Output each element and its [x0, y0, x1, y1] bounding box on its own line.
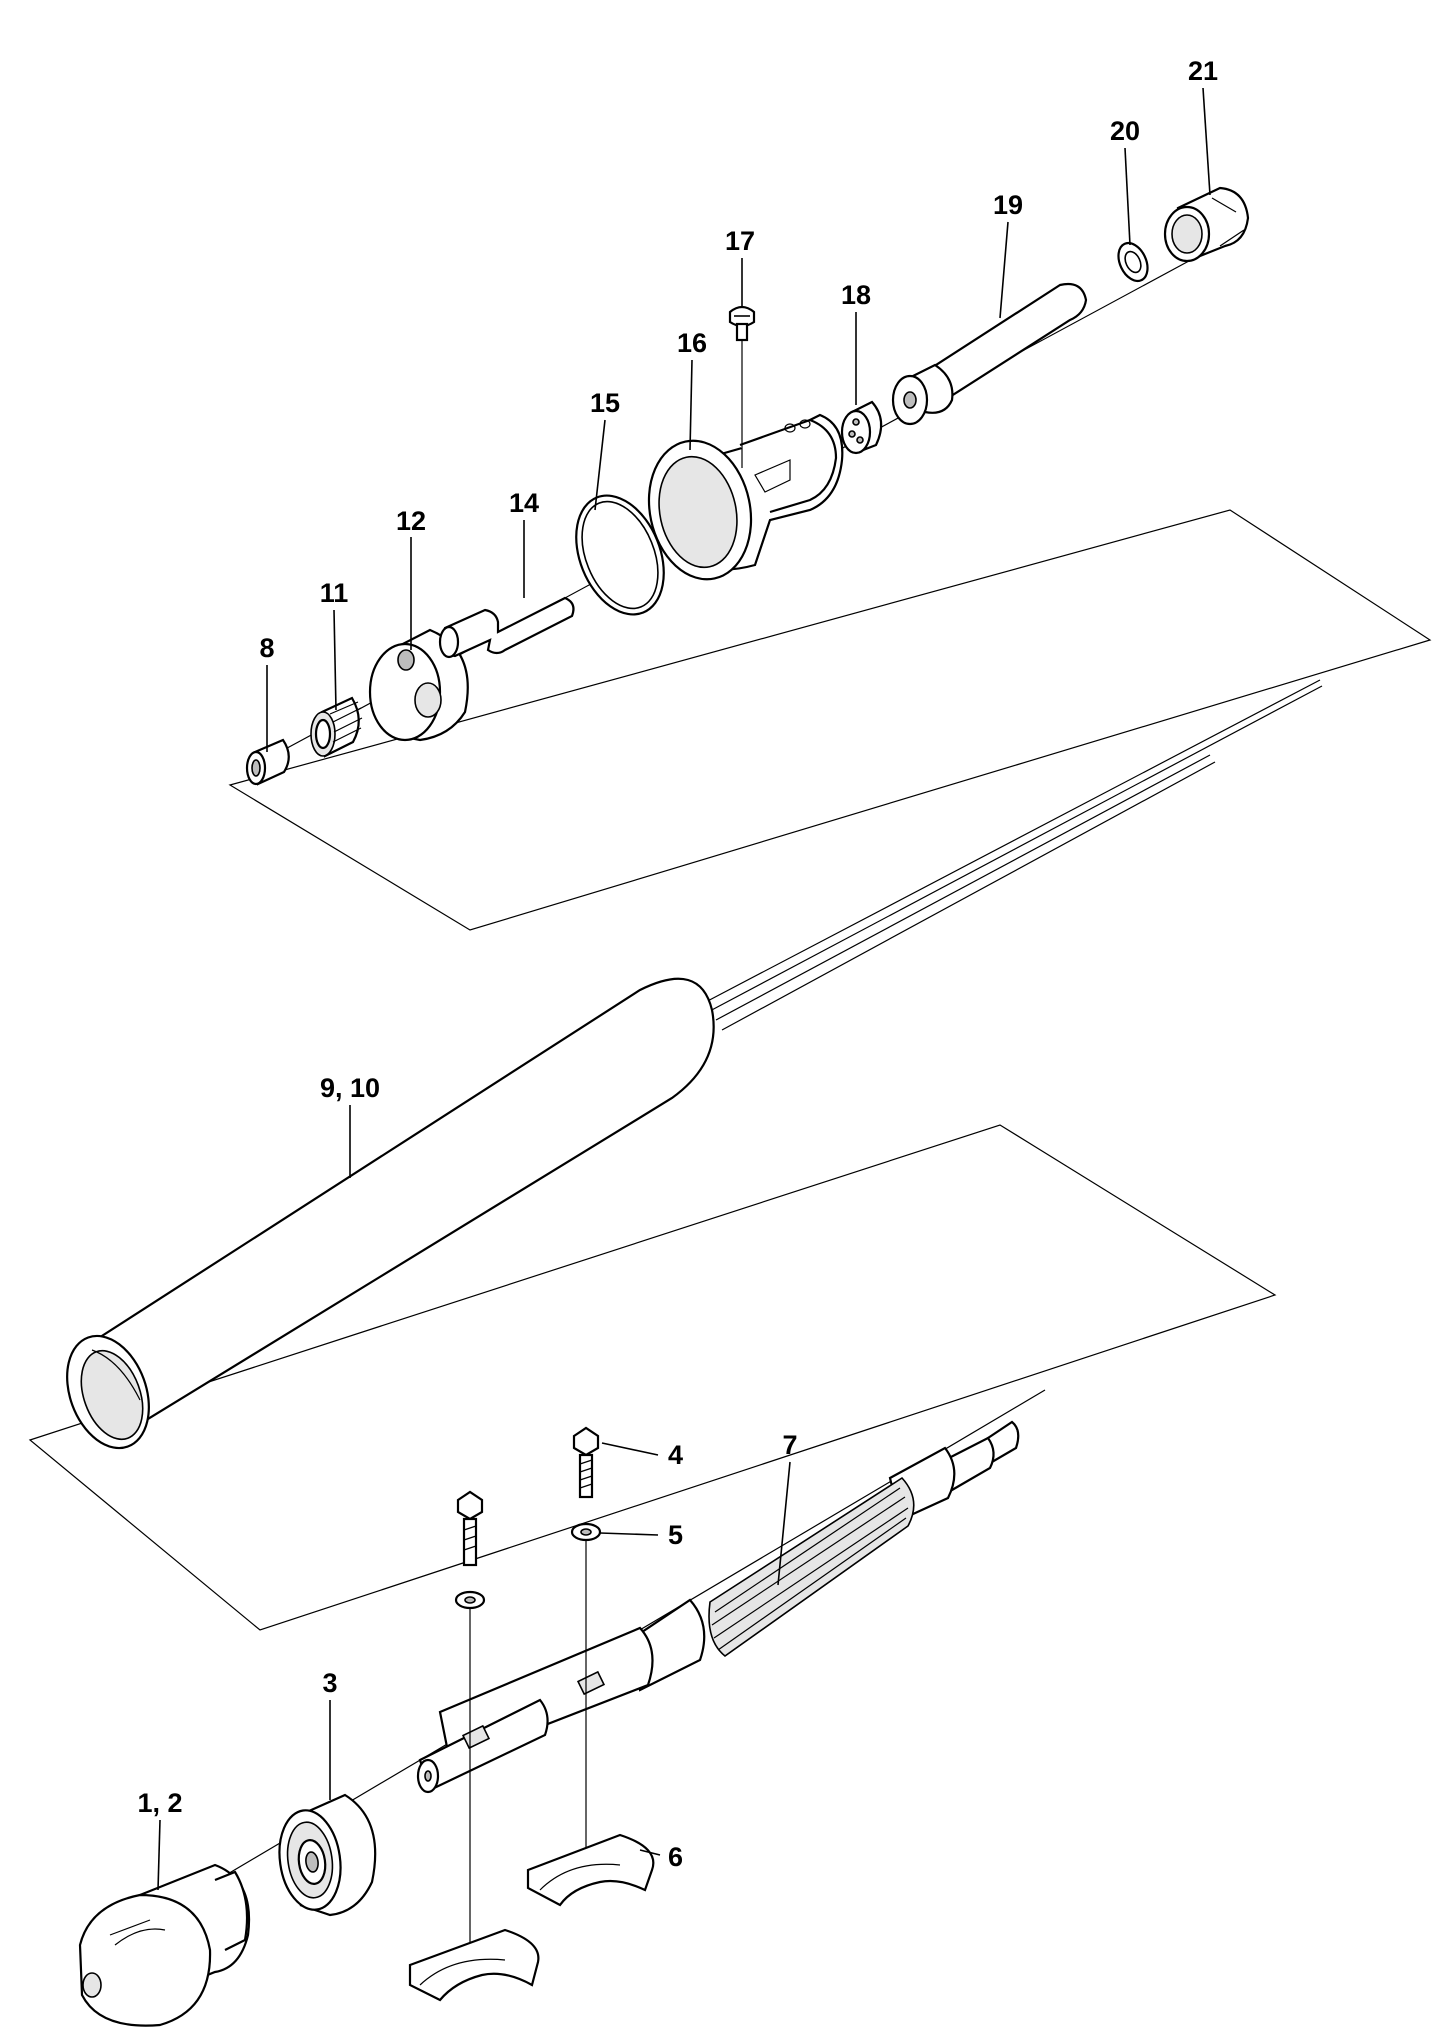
callout-16: 16 [677, 328, 707, 358]
middle-frame-panel [28, 1124, 1277, 1631]
left-bolt-and-washer [454, 1490, 486, 1950]
callout-11: 11 [320, 578, 349, 608]
part-15-o-ring [575, 494, 665, 616]
callout-9-10: 9, 10 [320, 1073, 380, 1103]
callout-21: 21 [1188, 56, 1218, 86]
part-3-ball-bearing [278, 1793, 377, 1917]
upper-frame-panel [228, 509, 1432, 931]
callout-1-2: 1, 2 [137, 1788, 182, 1818]
part-18-disc [840, 400, 883, 455]
callout-6: 6 [668, 1842, 683, 1872]
part-4-bolt [572, 1426, 600, 1499]
callout-14: 14 [509, 488, 539, 518]
part-12-gear-ring [368, 628, 469, 742]
leader-lines [157, 87, 1211, 1891]
callout-18: 18 [841, 280, 871, 310]
part-5-washer [570, 1522, 602, 1848]
part-9-10-tube [66, 977, 715, 1450]
callout-12: 12 [396, 506, 426, 536]
drive-shaft-lines [699, 679, 1323, 1031]
part-11-needle-bearing [310, 696, 363, 758]
callout-8: 8 [259, 633, 274, 663]
callout-labels: 21 20 19 17 18 16 15 14 12 11 8 9, 10 7 … [137, 56, 1218, 1872]
part-6-clamp-left [408, 1928, 540, 2002]
callout-15: 15 [590, 388, 620, 418]
part-14-crank-shaft [438, 596, 575, 659]
callout-20: 20 [1110, 116, 1140, 146]
part-21-nut [1163, 186, 1250, 263]
part-1-2-cap [78, 1863, 251, 2027]
part-8-bushing [245, 738, 290, 786]
callout-17: 17 [725, 226, 755, 256]
part-16-gear-housing [647, 413, 844, 581]
part-7-splined-shaft [416, 1420, 1020, 1794]
part-17-screw [728, 305, 756, 468]
part-20-washer [1117, 241, 1149, 283]
part-19-shaft [891, 282, 1088, 426]
callout-5: 5 [668, 1520, 683, 1550]
callout-3: 3 [322, 1668, 337, 1698]
callout-7: 7 [782, 1430, 797, 1460]
callout-19: 19 [993, 190, 1023, 220]
callout-4: 4 [668, 1440, 683, 1470]
part-6-clamp-right [526, 1833, 655, 1907]
